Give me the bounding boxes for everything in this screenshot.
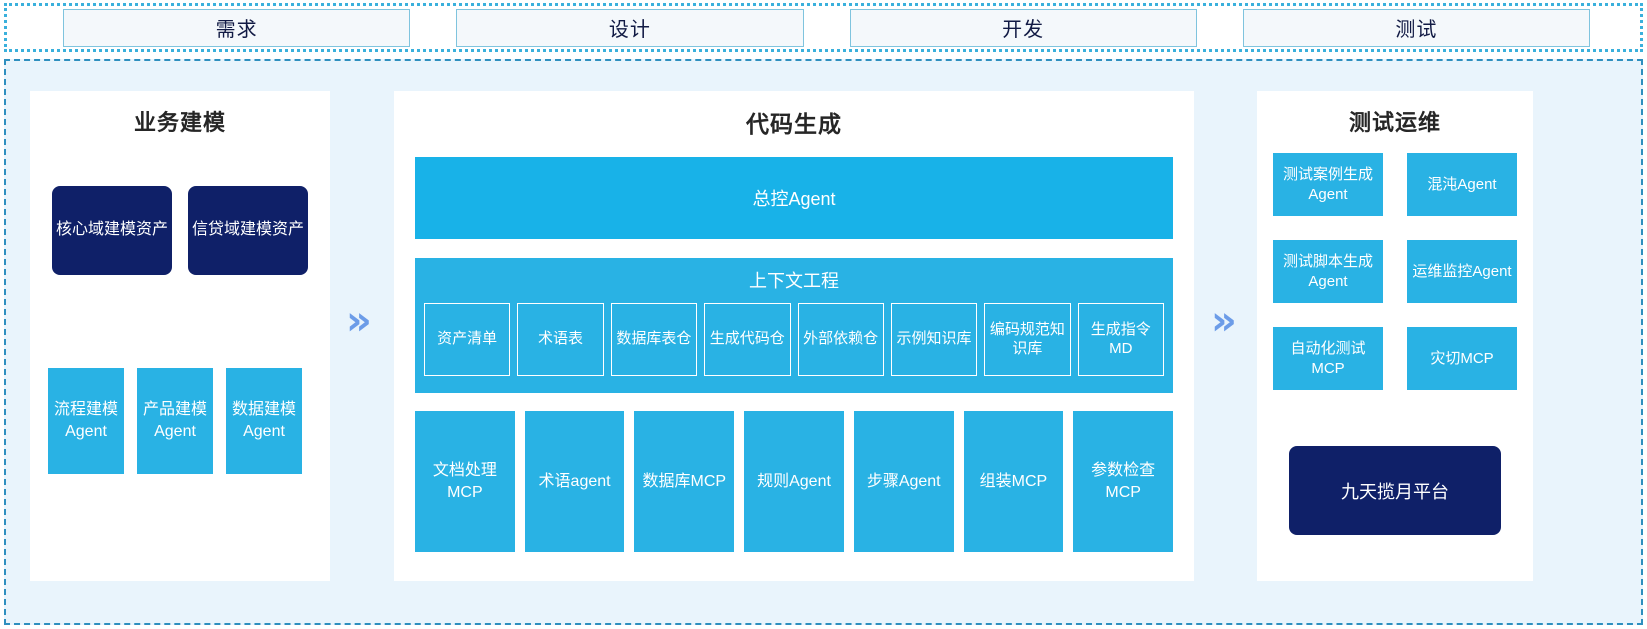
panel-title: 代码生成 — [746, 111, 842, 137]
panel-title: 测试运维 — [1348, 110, 1441, 135]
test-box-test-script-generation-agent[interactable]: 测试脚本生成Agent — [1273, 240, 1383, 303]
controller-agent-label: 总控Agent — [752, 189, 836, 209]
chevron-right-double-icon: » — [346, 298, 372, 344]
tool-box-database-mcp[interactable]: 数据库MCP — [634, 411, 735, 552]
tool-box-step-agent[interactable]: 步骤Agent — [853, 411, 954, 552]
tool-label: 规则Agent — [757, 472, 831, 490]
agent-box-process-modeling[interactable]: 流程建模Agent — [48, 368, 124, 474]
context-item-asset-inventory[interactable]: 资产清单 — [424, 303, 511, 376]
context-item-generated-code-repo[interactable]: 生成代码仓 — [704, 303, 791, 376]
phase-label: 开发 — [1002, 19, 1045, 41]
chevron-right-double-icon: » — [1211, 298, 1237, 344]
test-box-disaster-recovery-mcp[interactable]: 灾切MCP — [1407, 327, 1517, 390]
test-box-chaos-agent[interactable]: 混沌Agent — [1407, 153, 1517, 216]
agent-box-product-modeling[interactable]: 产品建模Agent — [137, 368, 213, 474]
phase-box-development[interactable]: 开发 — [849, 8, 1197, 47]
tool-label: 组装MCP — [979, 472, 1048, 490]
modeling-agent-row: 流程建模Agent 产品建模Agent 数据建模Agent — [48, 368, 302, 474]
test-ops-grid: 测试案例生成Agent 混沌Agent 测试脚本生成Agent 运维监控Agen… — [1273, 153, 1517, 390]
tool-box-rule-agent[interactable]: 规则Agent — [744, 411, 844, 552]
context-engineering-block: 上下文工程 资产清单 术语表 数据库表仓 生成代码仓 外部依赖仓 — [415, 258, 1173, 393]
agent-label: 产品建模Agent — [142, 401, 207, 440]
context-item-external-dependency-repo[interactable]: 外部依赖仓 — [797, 303, 884, 376]
agent-label: 流程建模Agent — [53, 401, 118, 440]
phase-box-testing[interactable]: 测试 — [1242, 8, 1590, 47]
asset-row: 核心域建模资产 信贷域建模资产 — [52, 186, 308, 275]
context-engineering-title: 上下文工程 — [749, 271, 839, 291]
platform-box-jiutian-lanyue[interactable]: 九天揽月平台 — [1289, 446, 1501, 535]
context-item-generation-instruction-md[interactable]: 生成指令MD — [1077, 303, 1164, 376]
context-item-label: 编码规范知识库 — [989, 320, 1065, 357]
context-item-label: 数据库表仓 — [616, 330, 692, 348]
context-item-glossary[interactable]: 术语表 — [517, 303, 604, 376]
test-box-test-case-generation-agent[interactable]: 测试案例生成Agent — [1273, 153, 1383, 216]
test-box-operations-monitoring-agent[interactable]: 运维监控Agent — [1407, 240, 1517, 303]
test-box-label: 测试案例生成Agent — [1282, 166, 1373, 203]
tool-row: 文档处理MCP 术语agent 数据库MCP 规则Agent 步骤Agent 组… — [415, 411, 1174, 552]
agent-box-data-modeling[interactable]: 数据建模Agent — [226, 368, 302, 474]
tool-label: 参数检查MCP — [1091, 461, 1156, 501]
panel-code-generation: 代码生成 总控Agent 上下文工程 资产清单 术语表 数据库表仓 — [394, 91, 1194, 581]
context-item-label: 示例知识库 — [896, 330, 972, 348]
phase-box-requirements[interactable]: 需求 — [63, 8, 411, 47]
phase-label: 需求 — [215, 19, 258, 41]
test-box-label: 自动化测试MCP — [1290, 340, 1366, 377]
test-box-label: 测试脚本生成Agent — [1282, 253, 1373, 290]
tool-label: 术语agent — [538, 472, 611, 490]
controller-agent-banner[interactable]: 总控Agent — [415, 157, 1173, 239]
asset-box-credit-domain[interactable]: 信贷域建模资产 — [188, 186, 308, 275]
tool-label: 数据库MCP — [642, 472, 727, 490]
context-item-list: 资产清单 术语表 数据库表仓 生成代码仓 外部依赖仓 示例知 — [424, 303, 1164, 376]
context-item-db-table-repo[interactable]: 数据库表仓 — [610, 303, 698, 376]
asset-label: 核心域建模资产 — [56, 221, 169, 239]
tool-box-parameter-check-mcp[interactable]: 参数检查MCP — [1073, 411, 1174, 552]
asset-label: 信贷域建模资产 — [192, 221, 305, 239]
context-item-label: 资产清单 — [437, 330, 498, 348]
context-item-label: 生成代码仓 — [709, 330, 785, 348]
test-box-label: 灾切MCP — [1430, 349, 1494, 367]
main-area: 业务建模 核心域建模资产 信贷域建模资产 流程建模Agent 产品建模Agent… — [4, 59, 1643, 625]
platform-label: 九天揽月平台 — [1341, 481, 1449, 502]
tool-label: 步骤Agent — [866, 472, 941, 490]
test-box-label: 混沌Agent — [1427, 175, 1497, 193]
asset-box-core-domain[interactable]: 核心域建模资产 — [52, 186, 172, 275]
context-item-label: 术语表 — [538, 330, 584, 348]
tool-box-document-processing-mcp[interactable]: 文档处理MCP — [415, 411, 515, 552]
phase-label: 设计 — [608, 19, 651, 41]
context-item-label: 生成指令MD — [1090, 320, 1151, 357]
tool-box-assembly-mcp[interactable]: 组装MCP — [963, 411, 1064, 552]
context-item-coding-standard-knowledge-base[interactable]: 编码规范知识库 — [984, 303, 1071, 376]
context-item-example-knowledge-base[interactable]: 示例知识库 — [890, 303, 978, 376]
phase-box-design[interactable]: 设计 — [456, 8, 804, 47]
tool-label: 文档处理MCP — [432, 461, 497, 501]
phase-strip: 需求 设计 开发 测试 — [4, 3, 1643, 52]
agent-label: 数据建模Agent — [231, 401, 296, 440]
tool-box-glossary-agent[interactable]: 术语agent — [524, 411, 625, 552]
panel-title: 业务建模 — [133, 110, 226, 135]
panel-test-operations: 测试运维 测试案例生成Agent 混沌Agent 测试脚本生成Agent 运维监… — [1257, 91, 1533, 581]
panel-business-modeling: 业务建模 核心域建模资产 信贷域建模资产 流程建模Agent 产品建模Agent… — [30, 91, 330, 581]
context-item-label: 外部依赖仓 — [803, 330, 879, 348]
test-box-label: 运维监控Agent — [1412, 262, 1512, 280]
phase-label: 测试 — [1395, 19, 1438, 41]
test-box-automated-testing-mcp[interactable]: 自动化测试MCP — [1273, 327, 1383, 390]
